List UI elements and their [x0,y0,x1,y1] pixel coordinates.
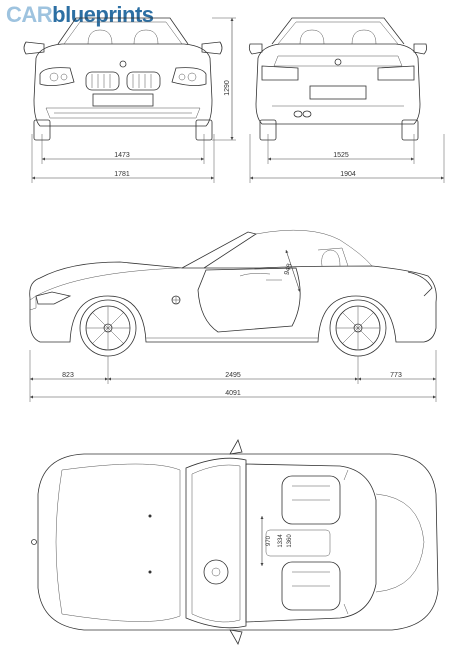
dim-wheelbase: 2495 [225,372,241,379]
dim-rear-track: 1525 [333,152,349,159]
logo-car-text: CAR [6,2,53,27]
dim-rear-overhang: 773 [390,372,402,379]
dim-front-track: 1473 [114,152,130,159]
top-view [31,439,439,645]
dimension-lines [29,17,445,566]
dim-height: 1290 [224,80,231,96]
dim-rear-width: 1904 [340,171,356,178]
side-view [29,229,437,357]
site-logo[interactable]: CARblueprints [6,3,154,27]
logo-blueprints-text: blueprints [52,2,154,27]
dim-cabin-1: 970 [266,535,272,546]
front-view [23,17,223,141]
dim-overall-length: 4091 [225,390,241,397]
dim-cabin-3: 1360 [287,534,293,548]
dim-front-overhang: 823 [62,372,74,379]
dim-cabin-2: 1334 [278,534,284,548]
dim-front-width: 1781 [114,171,130,178]
rear-view [248,17,428,141]
dim-seat-height: 948 [283,263,293,276]
